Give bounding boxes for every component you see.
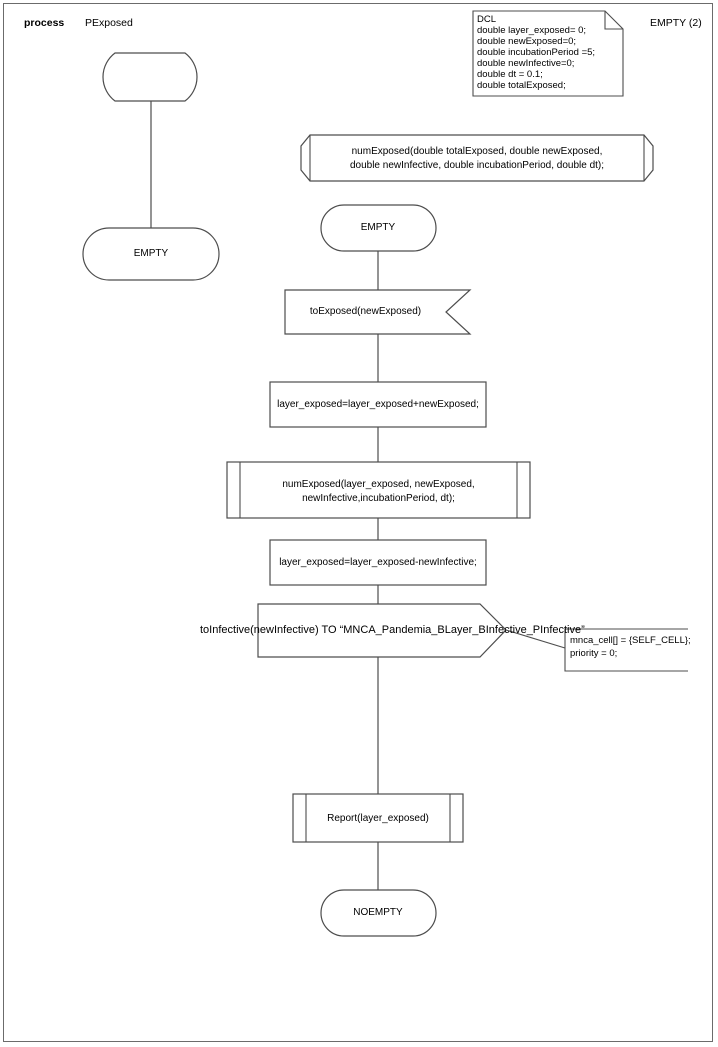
- procedure-call-symbol-2: [292, 793, 464, 843]
- procedure-declaration-line-2: double newInfective, double incubationPe…: [349, 160, 605, 171]
- page-number-label: EMPTY (2): [650, 17, 702, 29]
- procedure-call-2-label: Report(layer_exposed): [327, 813, 429, 824]
- dcl-line-6: double totalExposed;: [477, 80, 566, 91]
- task-label-1: layer_exposed=layer_exposed+newExposed;: [277, 399, 479, 410]
- dcl-line-3: double incubationPeriod =5;: [477, 47, 596, 58]
- process-name-label: PExposed: [85, 17, 133, 29]
- state-label-noempty: NOEMPTY: [353, 907, 403, 918]
- state-label-empty-main: EMPTY: [360, 222, 396, 233]
- dcl-line-5: double dt = 0.1;: [477, 69, 543, 80]
- state-symbol-empty-main: [320, 204, 437, 252]
- task-symbol-1: [269, 381, 487, 428]
- procedure-call-symbol-1: [226, 461, 531, 519]
- start-symbol-shape: [102, 52, 198, 102]
- comment-line-1: mnca_cell[] = {SELF_CELL};: [570, 635, 691, 646]
- dcl-text-symbol-shape: [472, 10, 624, 97]
- page-border: [3, 3, 713, 1042]
- task-symbol-2: [269, 539, 487, 586]
- dcl-line-0: DCL: [477, 14, 497, 25]
- procedure-call-1-line-1: numExposed(layer_exposed, newExposed,: [282, 479, 475, 490]
- procedure-declaration-line-1: numExposed(double totalExposed, double n…: [351, 146, 603, 157]
- input-signal-label: toExposed(newExposed): [309, 306, 422, 317]
- procedure-call-1-line-2: newInfective,incubationPeriod, dt);: [302, 493, 455, 504]
- process-keyword-label: process: [24, 17, 65, 29]
- dcl-fold-corner-icon: [604, 11, 623, 30]
- comment-line-2: priority = 0;: [570, 648, 618, 659]
- procedure-declaration-shape: [300, 134, 654, 182]
- input-signal-shape: [284, 289, 472, 335]
- dcl-line-4: double newInfective=0;: [477, 58, 575, 69]
- state-symbol-empty-left: [82, 227, 220, 281]
- output-signal-shape: [257, 603, 507, 658]
- comment-connector-line: [505, 629, 566, 649]
- dcl-line-1: double layer_exposed= 0;: [477, 25, 587, 36]
- dcl-line-2: double newExposed=0;: [477, 36, 577, 47]
- output-signal-label: toInfective(newInfective) TO “MNCA_Pande…: [200, 624, 585, 636]
- state-symbol-noempty: [320, 889, 437, 937]
- task-label-2: layer_exposed=layer_exposed-newInfective…: [279, 557, 477, 568]
- state-label-empty-left: EMPTY: [133, 248, 169, 259]
- comment-symbol-shape: [564, 628, 688, 672]
